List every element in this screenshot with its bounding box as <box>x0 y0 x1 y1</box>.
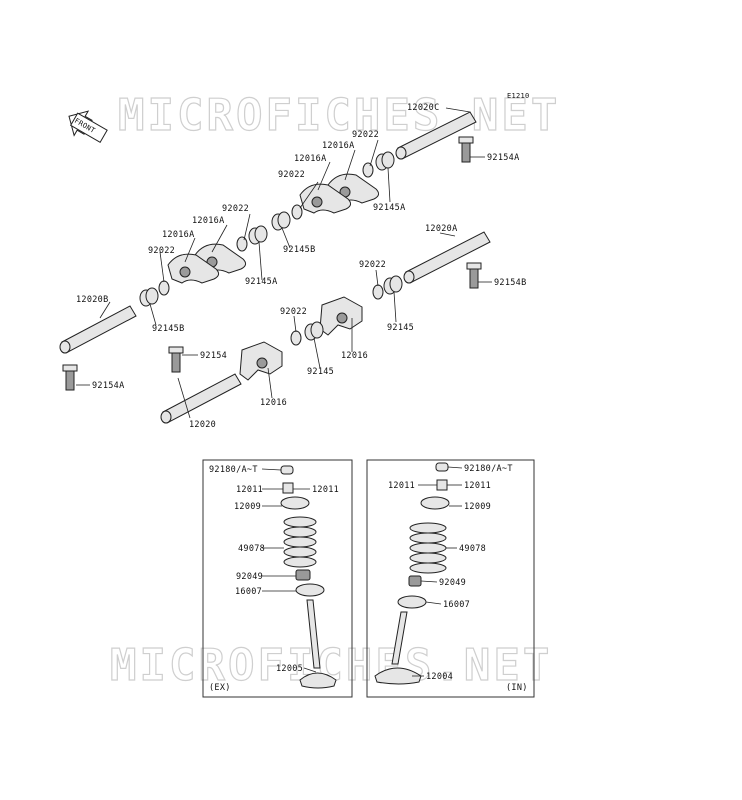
label-12016a-d: 12016A <box>162 230 195 240</box>
ex-parts <box>280 465 337 689</box>
rocker-shaft-12020 <box>160 373 242 424</box>
label-in-panel: (IN) <box>506 683 528 693</box>
washer-92022-a <box>362 162 374 178</box>
spring-92145b-a <box>271 211 291 231</box>
label-92022-f: 92022 <box>148 246 175 256</box>
label-92145b-a: 92145B <box>283 245 316 255</box>
label-92154b: 92154B <box>494 278 527 288</box>
label-92145-a: 92145 <box>387 323 414 333</box>
label-92145-b: 92145 <box>307 367 334 377</box>
label-ex-12005: 12005 <box>276 664 303 674</box>
rocker-shaft-12020c <box>395 111 477 160</box>
rocker-arm-12016a-4 <box>167 253 220 284</box>
label-in-49078: 49078 <box>459 544 486 554</box>
label-ex-12009: 12009 <box>234 502 261 512</box>
bolt-92154a-bottom <box>62 364 78 391</box>
label-92022-e: 92022 <box>280 307 307 317</box>
washer-92022-d <box>372 284 384 300</box>
label-in-16007: 16007 <box>443 600 470 610</box>
in-parts <box>374 462 450 685</box>
label-92022-c: 92022 <box>222 204 249 214</box>
exhaust-valve-panel <box>202 459 353 698</box>
label-ex-16007: 16007 <box>235 587 262 597</box>
label-12020: 12020 <box>189 420 216 430</box>
label-92022-a: 92022 <box>352 130 379 140</box>
washer-92022-e <box>290 330 302 346</box>
label-in-12011-left: 12011 <box>388 481 415 491</box>
label-ex-12011-right: 12011 <box>312 485 339 495</box>
washer-92022-f <box>158 280 170 296</box>
label-92145b-b: 92145B <box>152 324 185 334</box>
label-92154a-bottom: 92154A <box>92 381 125 391</box>
spring-92145-a <box>383 275 403 295</box>
label-12016-b: 12016 <box>260 398 287 408</box>
rocker-shaft-12020a <box>403 231 491 284</box>
label-92145a-a: 92145A <box>373 203 406 213</box>
label-ex-49078: 49078 <box>238 544 265 554</box>
rocker-arm-12016-b <box>239 341 283 381</box>
washer-92022-c <box>236 236 248 252</box>
label-12016a-a: 12016A <box>322 141 355 151</box>
front-arrow-icon <box>68 110 108 144</box>
label-ex-92180: 92180/A~T <box>209 465 258 475</box>
label-92145a-b: 92145A <box>245 277 278 287</box>
label-in-92180: 92180/A~T <box>464 464 513 474</box>
label-92022-b: 92022 <box>278 170 305 180</box>
label-in-12011-right: 12011 <box>464 481 491 491</box>
rocker-shaft-12020b <box>59 305 137 354</box>
washer-92022-b <box>291 204 303 220</box>
label-12016a-b: 12016A <box>294 154 327 164</box>
label-92022-d: 92022 <box>359 260 386 270</box>
intake-valve-panel <box>366 459 535 698</box>
label-12020c: 12020C <box>407 103 440 113</box>
label-ex-12011-left: 12011 <box>236 485 263 495</box>
label-12020b: 12020B <box>76 295 109 305</box>
rocker-arm-12016a-2 <box>299 183 352 214</box>
bolt-92154a-top <box>458 136 474 163</box>
label-in-92049: 92049 <box>439 578 466 588</box>
bolt-92154b <box>466 262 482 289</box>
spring-92145a-b <box>248 225 268 245</box>
spring-92145-b <box>304 321 324 341</box>
label-in-12004: 12004 <box>426 672 453 682</box>
rocker-arm-12016-a <box>319 296 363 336</box>
spring-92145b-b <box>139 287 159 307</box>
label-12016a-c: 12016A <box>192 216 225 226</box>
label-in-12009: 12009 <box>464 502 491 512</box>
label-92154a-top: 92154A <box>487 153 520 163</box>
bolt-92154 <box>168 346 184 373</box>
label-ex-92049: 92049 <box>236 572 263 582</box>
label-92154: 92154 <box>200 351 227 361</box>
label-12020a: 12020A <box>425 224 458 234</box>
diagram-code: E1210 <box>507 92 530 100</box>
label-12016-a: 12016 <box>341 351 368 361</box>
label-ex-panel: (EX) <box>209 683 231 693</box>
watermark-top: MICROFICHES.NET <box>118 90 560 141</box>
spring-92145a-a <box>375 151 395 171</box>
